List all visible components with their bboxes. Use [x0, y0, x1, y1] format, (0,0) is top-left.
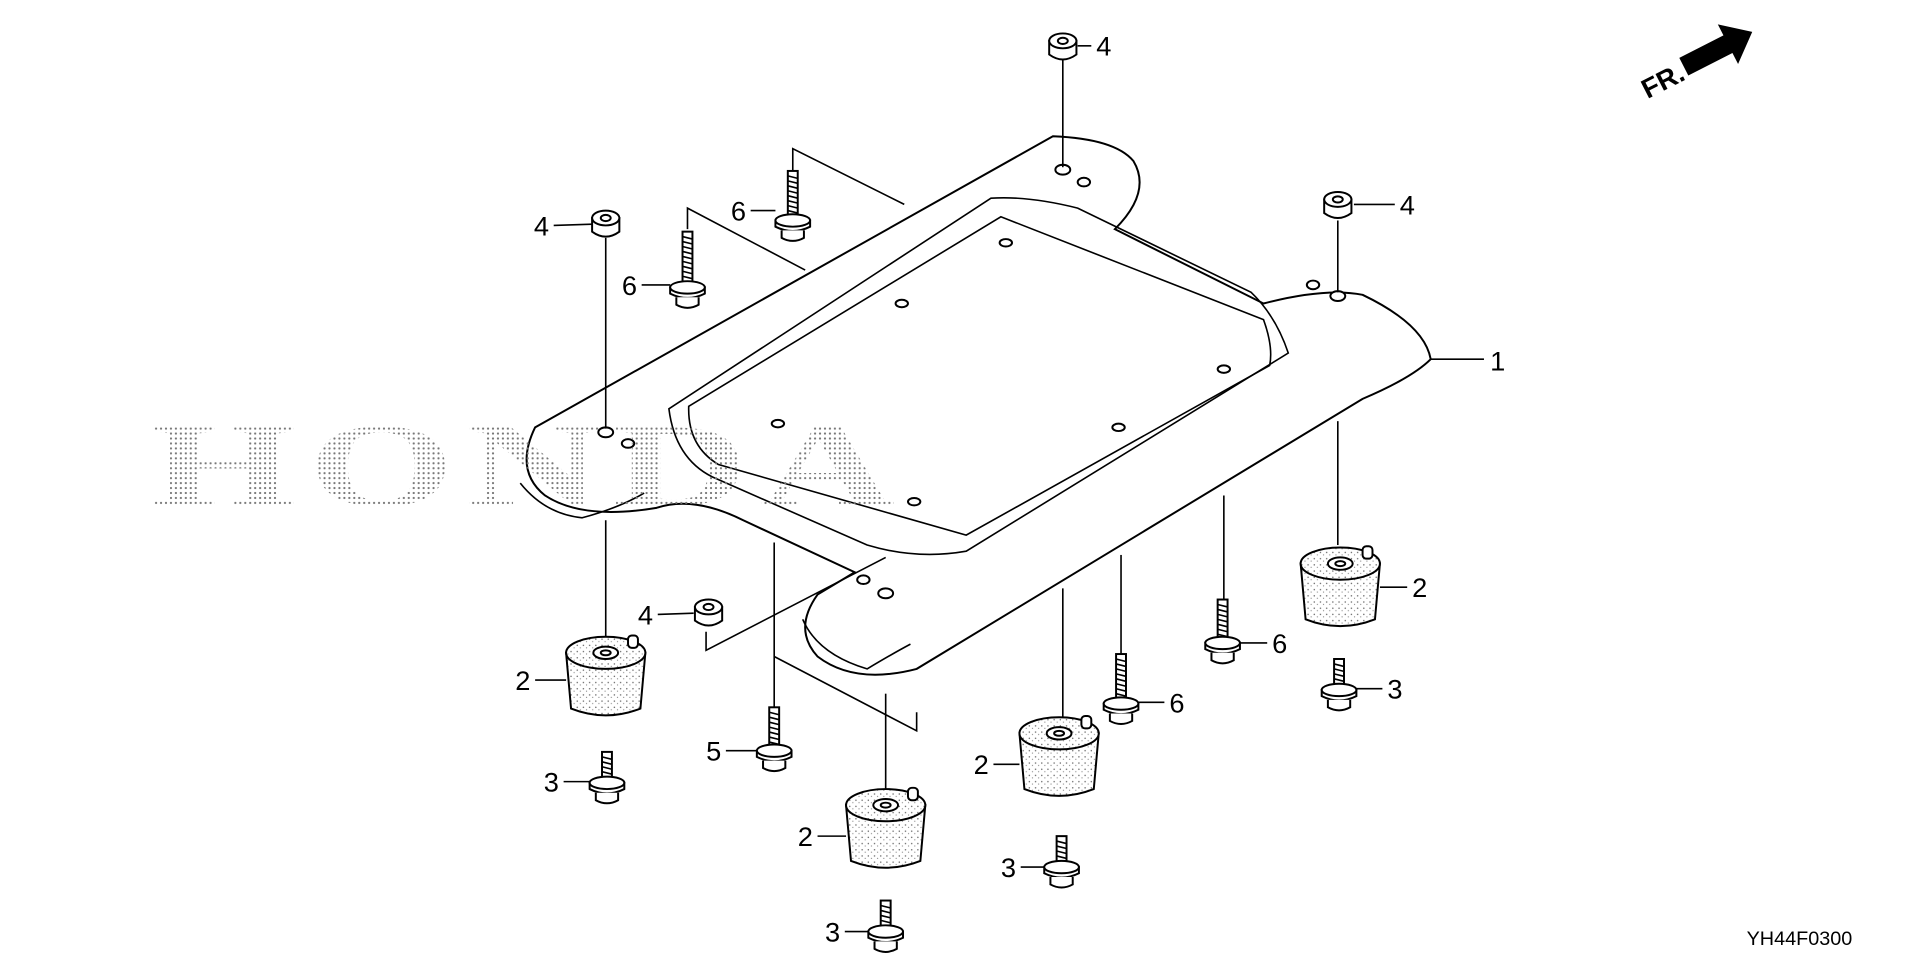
frame-plate: [519, 135, 1432, 676]
callout-number: 2: [974, 749, 989, 780]
leader-lines: [604, 59, 1484, 793]
callout-rubber-mount: 2: [798, 821, 847, 852]
frame-holes: [597, 163, 1347, 600]
rubber-mount-part: [1018, 714, 1100, 797]
bolt-part: [1320, 658, 1358, 712]
callout-number: 6: [1169, 687, 1184, 718]
callout-bolt-5: 5: [706, 736, 757, 767]
callout-number: 6: [1272, 628, 1287, 659]
callout-flange-bolt: 6: [731, 195, 776, 226]
callout-number: 4: [1096, 31, 1111, 62]
callout-number: 3: [1001, 852, 1016, 883]
callout-number: 3: [544, 767, 559, 798]
bolt-part: [1102, 653, 1140, 726]
bolt-part: [755, 706, 793, 773]
callout-nut: 4: [1077, 31, 1111, 62]
bolt-part: [1043, 835, 1080, 889]
callout-number: 4: [1400, 189, 1415, 220]
callout-number: 3: [825, 916, 840, 947]
callout-mount-bolt: 3: [1356, 674, 1403, 705]
callout-number: 4: [534, 210, 549, 241]
callout-number: 6: [731, 195, 746, 226]
callout-rubber-mount: 2: [974, 749, 1020, 780]
rubber-mount-part: [565, 634, 647, 717]
callout-frame: 1: [1490, 345, 1505, 376]
callout-number: 6: [622, 270, 637, 301]
bolt-part: [774, 169, 812, 242]
front-label: FR.: [1636, 57, 1689, 105]
nut-part: [1048, 32, 1078, 61]
callout-number: 2: [798, 821, 813, 852]
callout-flange-bolt: 6: [622, 270, 671, 301]
callout-number: 4: [638, 599, 653, 630]
arrow-icon: [1679, 24, 1753, 76]
bolt-part: [867, 899, 905, 953]
callout-flange-bolt: 6: [1138, 687, 1184, 718]
callout-number: 3: [1387, 674, 1402, 705]
front-arrow: FR.: [1636, 24, 1753, 105]
callout-mount-bolt: 3: [825, 916, 869, 947]
callout-rubber-mount: 2: [515, 665, 567, 696]
callout-rubber-mount: 2: [1379, 572, 1427, 603]
bolt-part: [588, 750, 626, 805]
callout-flange-bolt: 6: [1239, 628, 1287, 659]
parts-group: [565, 32, 1382, 953]
callout-number: 5: [706, 736, 721, 767]
callout-number: 2: [515, 665, 530, 696]
nut-part: [591, 209, 621, 238]
callouts-group: 4 4 4 4 6 6 6 6 5 1 2 2 2 2 3 3 3 3: [515, 31, 1505, 948]
callout-mount-bolt: 3: [544, 767, 590, 798]
callout-number: 2: [1412, 572, 1427, 603]
nut-part: [693, 598, 724, 627]
nut-part: [1323, 191, 1353, 219]
callout-nut: 4: [1353, 189, 1415, 220]
callout-nut: 4: [534, 210, 593, 241]
rubber-mount-part: [844, 786, 927, 869]
callout-mount-bolt: 3: [1001, 852, 1045, 883]
bolt-part: [1204, 598, 1241, 665]
callout-nut: 4: [638, 599, 694, 630]
figure-code: YH44F0300: [1747, 928, 1853, 950]
callout-number: 1: [1490, 345, 1505, 376]
rubber-mount-part: [1299, 545, 1382, 628]
bolt-part: [669, 230, 706, 309]
